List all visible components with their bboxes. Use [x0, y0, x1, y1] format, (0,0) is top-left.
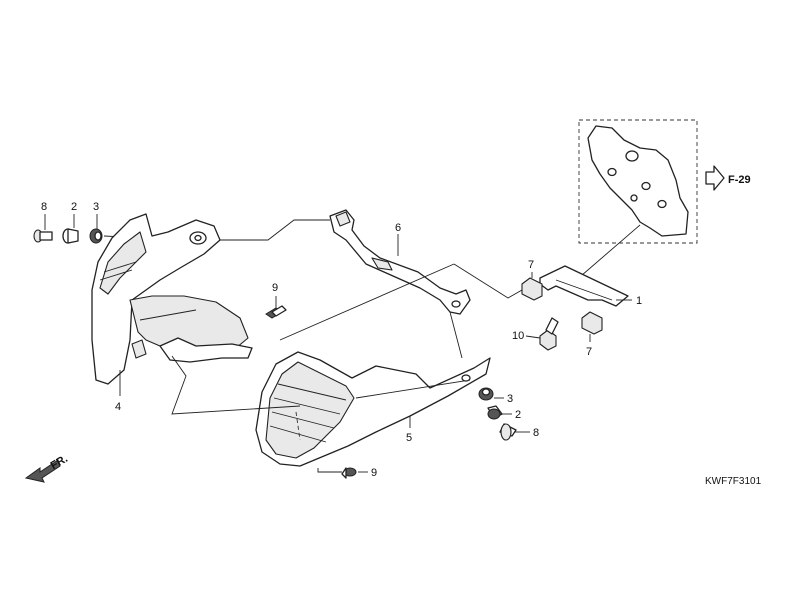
part-2-collar-right [487, 405, 503, 420]
callout-7-upper: 7 [528, 259, 534, 271]
reference-label[interactable]: F-29 [728, 174, 751, 186]
bracket-reference-part [573, 125, 689, 283]
part-4-left-cowl [91, 213, 253, 385]
callout-9-lower: 9 [371, 467, 377, 479]
part-7-clip-lower [581, 311, 603, 335]
part-10-bolt [539, 317, 559, 351]
callout-3-right: 3 [507, 393, 513, 405]
callout-7-lower: 7 [586, 346, 592, 358]
callout-10: 10 [512, 330, 524, 342]
callout-8-left: 8 [41, 201, 47, 213]
part-9-screw-lower [341, 467, 357, 479]
reference-arrow-icon [705, 165, 725, 191]
callout-2-left: 2 [71, 201, 77, 213]
part-5-lower-cowl [255, 351, 491, 467]
callout-5: 5 [406, 432, 412, 444]
part-3-grommet-right [478, 387, 494, 401]
part-3-grommet-left [89, 228, 103, 244]
part-8-screw-right [499, 423, 517, 441]
callout-1: 1 [636, 295, 642, 307]
callout-3-left: 3 [93, 201, 99, 213]
front-direction-arrow-icon [24, 459, 61, 483]
part-7-clip-upper [521, 277, 543, 301]
part-6-stay [329, 209, 471, 315]
callout-4: 4 [115, 401, 121, 413]
callout-2-right: 2 [515, 409, 521, 421]
reference-box [578, 119, 698, 244]
callout-8-right: 8 [533, 427, 539, 439]
part-8-screw-left [33, 229, 53, 243]
callout-6: 6 [395, 222, 401, 234]
part-2-collar-left [62, 228, 79, 244]
part-9-screw-upper [265, 305, 287, 319]
diagram-code: KWF7F3101 [705, 476, 762, 487]
front-label: FR. [49, 453, 70, 472]
callout-9-upper: 9 [272, 282, 278, 294]
part-1-bracket [539, 265, 629, 307]
